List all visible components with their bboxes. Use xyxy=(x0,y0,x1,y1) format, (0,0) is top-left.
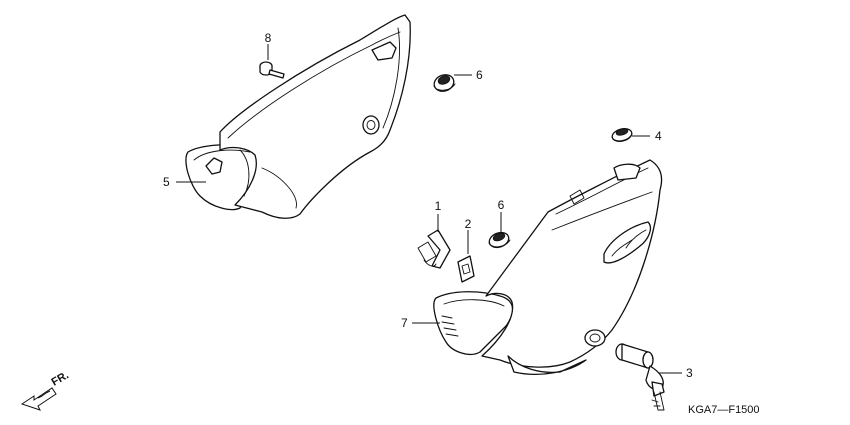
callout-8: 8 xyxy=(265,31,272,45)
grommet-part-4 xyxy=(611,128,633,142)
callout-labels: 8 6 5 4 1 2 6 7 3 xyxy=(163,31,693,380)
callout-6-lower: 6 xyxy=(498,198,505,212)
callout-5: 5 xyxy=(163,175,170,189)
callout-6-upper: 6 xyxy=(476,68,483,82)
drawing-code: KGA7—F1500 xyxy=(688,404,760,416)
front-direction-indicator: FR. xyxy=(20,369,71,411)
front-arrow-icon xyxy=(20,387,57,411)
callout-1: 1 xyxy=(435,199,442,213)
callout-7: 7 xyxy=(401,316,408,330)
left-side-cover xyxy=(185,14,411,219)
leader-lines xyxy=(176,44,682,374)
clip-part-1 xyxy=(417,229,451,269)
callout-3: 3 xyxy=(686,366,693,380)
bolt-part-8 xyxy=(259,61,285,79)
callout-4: 4 xyxy=(655,129,662,143)
front-label: FR. xyxy=(50,369,71,388)
nut-clip-part-2 xyxy=(457,255,475,283)
grommet-part-6-lower xyxy=(488,231,511,249)
right-side-cover xyxy=(433,159,663,375)
key-lock-part-3 xyxy=(615,343,665,411)
grommet-part-6-upper xyxy=(433,74,456,92)
callout-2: 2 xyxy=(465,217,472,231)
